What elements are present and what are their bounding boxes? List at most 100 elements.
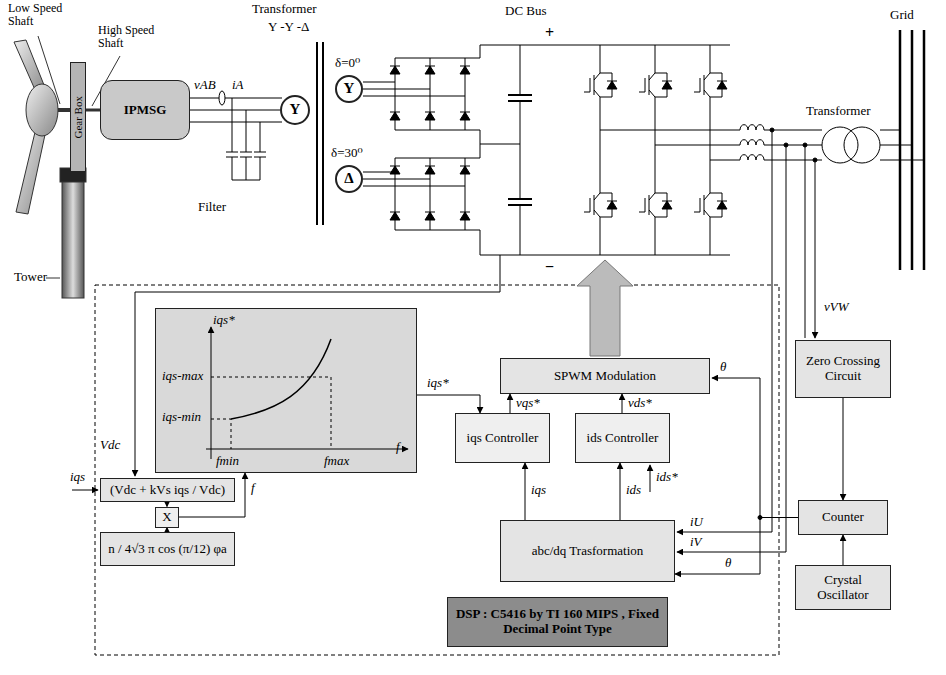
- polarity-sign: −: [545, 258, 554, 276]
- symbol-stroke: [425, 66, 435, 67]
- symbol-stroke: [704, 75, 705, 95]
- symbol-stroke: [425, 166, 435, 167]
- symbol-stroke: [460, 66, 470, 74]
- part-label: Transformer: [252, 2, 317, 16]
- symbol-stroke: [649, 195, 650, 215]
- symbol-stroke: [694, 92, 700, 93]
- reference-chart: iqs*iqs-maxiqs-minfminfmaxf: [155, 308, 417, 473]
- part-label: Tower: [14, 270, 47, 284]
- rectifier-wiring: [520, 45, 521, 255]
- output-wiring: [805, 145, 815, 338]
- transform-box: abc/dq Trasformation: [500, 520, 675, 582]
- control-wiring: [72, 490, 98, 491]
- symbol-stroke: [655, 217, 656, 255]
- signal-arrow: [843, 398, 844, 500]
- control-wiring: [650, 465, 651, 492]
- control-wiring: [577, 260, 633, 356]
- rectifier-wiring: [395, 58, 480, 130]
- symbol-stroke: [607, 81, 617, 89]
- symbol-stroke: [584, 212, 590, 213]
- symbol-stroke: [645, 78, 646, 92]
- output-wiring: [844, 127, 880, 163]
- symbol-stroke: [460, 212, 470, 220]
- part-label: Grid: [890, 8, 914, 22]
- wind-turbine: [86, 109, 100, 112]
- output-wiring: [822, 127, 858, 163]
- winding-label: Y -Y -Δ: [268, 20, 309, 34]
- part-label: High Speed Shaft: [98, 24, 162, 50]
- output-wiring: [900, 30, 924, 270]
- symbol-stroke: [717, 81, 727, 82]
- symbol-stroke: [600, 45, 601, 73]
- symbol-stroke: [607, 201, 617, 202]
- generator-wiring: [190, 122, 282, 123]
- symbol-stroke: [645, 198, 646, 212]
- symbol-stroke: [600, 97, 601, 193]
- output-wiring: [770, 128, 774, 132]
- control-wiring: [95, 285, 779, 655]
- wind-turbine: [16, 128, 46, 214]
- signal-label: iU: [690, 515, 703, 529]
- delta-winding: Δ: [335, 165, 363, 193]
- signal-label: θ: [720, 360, 726, 374]
- star-winding: Y: [335, 75, 363, 103]
- symbol-stroke: [390, 212, 400, 213]
- axis-label: iqs-min: [162, 410, 201, 425]
- star-winding: Y: [280, 95, 310, 125]
- symbol-stroke: [704, 90, 710, 97]
- node-text: abc/dq Trasformation: [529, 544, 647, 559]
- wind-turbine: [38, 36, 60, 104]
- symbol-stroke: [710, 45, 711, 73]
- node-text: Δ: [341, 170, 356, 187]
- transformer-core: [316, 42, 318, 225]
- output-wiring: [880, 130, 924, 160]
- rectifier-wiring: [508, 95, 532, 205]
- symbol-stroke: [662, 201, 672, 202]
- symbol-stroke: [590, 78, 591, 92]
- symbol-stroke: [700, 198, 701, 212]
- transformer-core: [322, 42, 324, 225]
- generator-wiring: [219, 91, 225, 105]
- wind-turbine: [26, 84, 58, 136]
- symbol-stroke: [390, 166, 400, 174]
- symbol-stroke: [639, 212, 645, 213]
- signal-label: iV: [690, 535, 702, 549]
- symbol-stroke: [740, 125, 764, 130]
- output-wiring: [677, 145, 786, 552]
- node-text: DSP : C5416 by TI 160 MIPS , Fixed Decim…: [448, 607, 667, 637]
- generator-wiring: [226, 152, 266, 157]
- signal-label: vAB: [194, 78, 216, 92]
- rectifier-wiring: [363, 45, 730, 255]
- generator-box: IPMSG: [100, 80, 190, 140]
- oscillator-box: Crystal Oscillator: [795, 565, 891, 610]
- signal-label: iqs: [70, 470, 85, 484]
- node-text: Y: [287, 101, 304, 118]
- part-label: Filter: [198, 200, 226, 214]
- node-text: IPMSG: [121, 103, 170, 118]
- symbol-stroke: [425, 66, 435, 74]
- symbol-stroke: [390, 66, 400, 67]
- symbol-stroke: [425, 166, 435, 174]
- part-label: DC Bus: [505, 4, 547, 18]
- symbol-stroke: [390, 212, 400, 220]
- symbol-stroke: [662, 81, 672, 82]
- axis-label: iqs-max: [162, 369, 203, 384]
- part-label: Low Speed Shaft: [8, 2, 72, 28]
- symbol-stroke: [460, 66, 470, 67]
- phase-label: δ=0⁰: [335, 56, 360, 70]
- symbol-stroke: [425, 112, 435, 113]
- symbol-stroke: [649, 90, 655, 97]
- symbol-stroke: [717, 81, 727, 89]
- symbol-stroke: [594, 73, 600, 80]
- symbol-stroke: [740, 155, 764, 160]
- symbol-stroke: [390, 166, 400, 167]
- symbol-stroke: [704, 193, 710, 200]
- node-text: Zero Crossing Circuit: [796, 354, 890, 384]
- symbol-stroke: [460, 166, 470, 174]
- signal-arrow: [510, 394, 511, 413]
- transformer-core: [317, 42, 323, 225]
- symbol-stroke: [594, 75, 595, 95]
- signal-label: f: [250, 481, 256, 495]
- output-wiring: [803, 143, 807, 147]
